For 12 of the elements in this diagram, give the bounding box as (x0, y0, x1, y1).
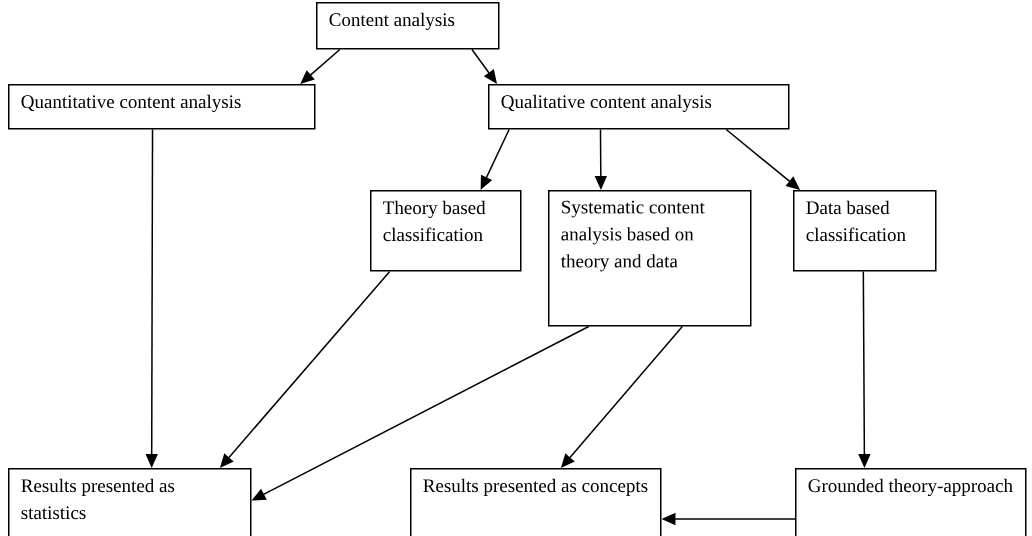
process-box: Systematic content analysis based on theory and data (548, 190, 752, 327)
arrow (471, 48, 497, 84)
process-box: Data based classification (793, 190, 937, 272)
process-box: Content analysis (316, 2, 500, 50)
arrow (480, 128, 510, 190)
process-box: Results presented as statistics (8, 468, 252, 536)
process-box: Quantitative content analysis (8, 84, 316, 130)
arrow (300, 48, 341, 84)
process-box: Results presented as concepts (410, 468, 662, 536)
process-box: Theory based classification (370, 190, 522, 272)
process-box: Grounded theory-approach (795, 468, 1027, 536)
process-box: Qualitative content analysis (488, 84, 790, 130)
